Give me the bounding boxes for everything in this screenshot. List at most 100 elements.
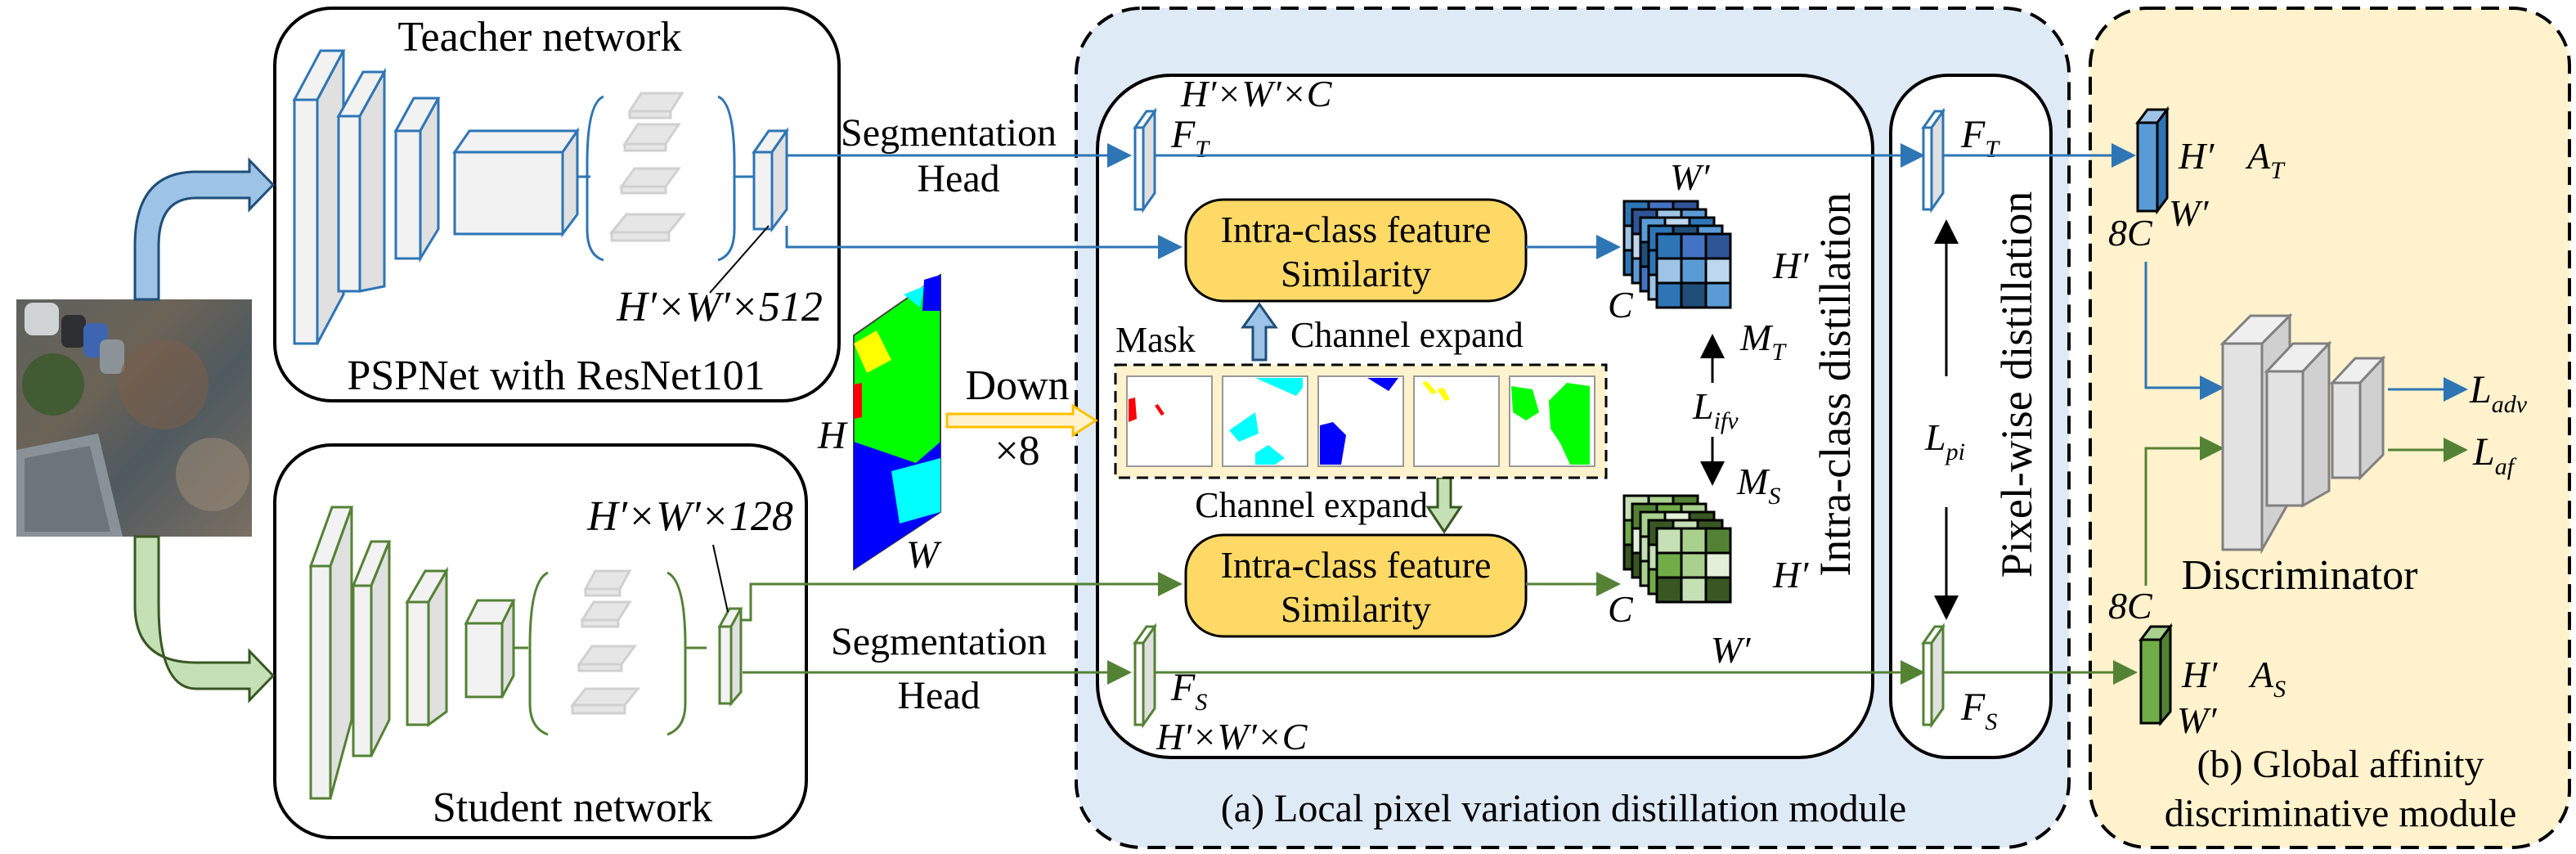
module-b-caption-line1: (b) Global affinity <box>2197 743 2484 786</box>
lifv-label: Lifv <box>1692 385 1739 434</box>
ms-cell <box>1680 576 1708 604</box>
student-encoder <box>308 506 528 800</box>
label-map-h: H <box>817 414 848 457</box>
pixel-wise-distillation-label: Pixel-wise distillation <box>1992 191 2041 578</box>
fs-pixelwise-label: FS <box>1960 685 1997 735</box>
teacher-subtitle: PSPNet with ResNet101 <box>347 353 765 399</box>
mt-cell <box>1704 257 1732 285</box>
ms-cell <box>1704 551 1732 579</box>
teacher-input-arrow <box>133 157 276 301</box>
ms-cell <box>1655 527 1683 555</box>
down-label: Down <box>965 362 1069 409</box>
fs-dim: H′×W′×C <box>1156 716 1308 757</box>
student-network-box <box>273 443 808 839</box>
teacher-feature-block <box>752 127 789 233</box>
laf-label: Laf <box>2472 430 2517 480</box>
as-h-label: H′ <box>2181 654 2218 695</box>
similarity-student-line1: Intra-class feature <box>1221 544 1492 586</box>
mask-tile-low-vegetation <box>1222 375 1308 467</box>
channel-expand-down-arrow <box>1425 476 1463 534</box>
ft-dim: H′×W′×C <box>1180 73 1333 115</box>
student-pyramid-pooling <box>528 569 707 736</box>
ms-cell <box>1655 551 1683 579</box>
as-affinity-block <box>2138 623 2173 727</box>
lpi-label: Lpi <box>1924 416 1965 465</box>
seg-head-top-line2: Head <box>917 157 999 200</box>
as-to-discriminator <box>2144 436 2224 586</box>
ms-layer-4 <box>1655 527 1732 604</box>
student-to-similarity <box>741 572 1183 622</box>
mask-tile-building <box>1317 375 1404 467</box>
intra-class-distillation-label: Intra-class distillation <box>1811 192 1860 576</box>
as-label: AS <box>2248 654 2286 703</box>
channel-expand-top: Channel expand <box>1290 315 1524 355</box>
mt-cell <box>1655 257 1683 285</box>
ms-cell <box>1704 576 1732 604</box>
fs-pixelwise-plate <box>1921 623 1945 729</box>
discriminator-label: Discriminator <box>2182 552 2418 599</box>
similarity-box-teacher <box>1184 198 1528 303</box>
teacher-title: Teacher network <box>397 14 681 61</box>
mt-c-label: C <box>1608 284 1634 326</box>
similarity-teacher-line1: Intra-class feature <box>1221 209 1492 250</box>
ms-w-label: W′ <box>1711 629 1751 671</box>
at-h-label: H′ <box>2178 135 2215 177</box>
student-feature-block <box>717 607 743 708</box>
channel-expand-bottom: Channel expand <box>1195 485 1428 525</box>
teacher-to-similarity <box>785 226 1183 259</box>
mt-cell <box>1704 232 1732 260</box>
label-map-w: W <box>906 533 942 577</box>
seg-head-top-line1: Segmentation <box>841 111 1057 155</box>
ms-similarity-matrix <box>1622 494 1732 604</box>
teacher-dim-pointer <box>709 225 770 294</box>
seg-head-bottom-line1: Segmentation <box>831 620 1047 663</box>
mt-h-label: H′ <box>1772 245 1809 286</box>
ground-truth-label-map <box>853 273 941 571</box>
at-to-discriminator <box>2144 262 2224 400</box>
ms-cell <box>1704 527 1732 555</box>
student-title: Student network <box>433 784 712 831</box>
teacher-pyramid-pooling <box>586 92 754 262</box>
ladv-label: Ladv <box>2469 368 2528 418</box>
as-c-label: 8C <box>2108 585 2153 627</box>
module-a-caption: (a) Local pixel variation distillation m… <box>1221 787 1906 830</box>
ft-feature-plate <box>1133 107 1157 214</box>
mask-label: Mask <box>1115 320 1196 360</box>
teacher-encoder <box>292 49 590 345</box>
mt-similarity-matrix <box>1622 200 1732 309</box>
mask-tile-car <box>1413 375 1500 467</box>
mask-tiles <box>1126 375 1595 467</box>
mt-layer-4 <box>1655 232 1732 309</box>
mask-tile-tree <box>1509 375 1595 467</box>
mt-cell <box>1680 257 1708 285</box>
module-b-caption-line2: discriminative module <box>2165 792 2517 835</box>
student-input-arrow <box>133 535 276 703</box>
ms-cell <box>1655 576 1683 604</box>
mt-label: MT <box>1739 317 1787 366</box>
student-dim-pointer <box>712 544 729 613</box>
mt-cell <box>1680 281 1708 309</box>
mt-w-label: W′ <box>1670 156 1710 198</box>
at-c-label: 8C <box>2108 212 2153 254</box>
seg-head-bottom-line2: Head <box>897 674 980 717</box>
mt-cell <box>1655 281 1683 309</box>
channel-expand-up-arrow <box>1241 302 1278 362</box>
ms-cell <box>1680 527 1708 555</box>
at-affinity-block <box>2135 106 2170 215</box>
similarity-box-student <box>1184 533 1528 638</box>
fs-feature-plate <box>1133 623 1157 729</box>
ms-h-label: H′ <box>1772 554 1809 596</box>
mt-cell <box>1680 232 1708 260</box>
downsample-arrow <box>945 403 1098 438</box>
discriminator-network <box>2219 312 2386 555</box>
ms-c-label: C <box>1608 588 1634 630</box>
similarity-teacher-line2: Similarity <box>1281 253 1431 294</box>
at-label: AT <box>2245 135 2286 184</box>
mt-cell <box>1655 232 1683 260</box>
input-aerial-image <box>16 299 252 537</box>
ms-cell <box>1680 551 1708 579</box>
similarity-student-line2: Similarity <box>1281 588 1431 630</box>
mask-tile-clutter <box>1126 375 1213 467</box>
pixel-wise-box <box>1889 74 2053 759</box>
